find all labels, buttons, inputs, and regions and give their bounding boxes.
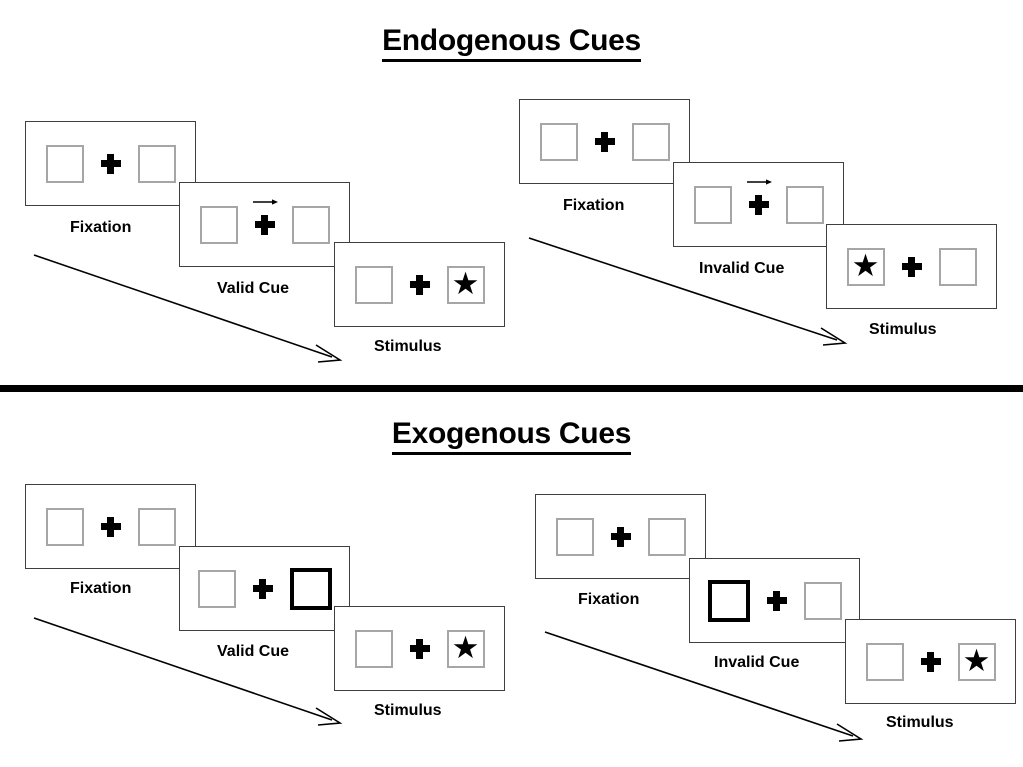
stage-label-valid-cue: Valid Cue xyxy=(217,643,290,660)
right-placeholder-box xyxy=(938,247,977,286)
fixation-cross-column xyxy=(407,274,433,295)
stage-label-fixation: Fixation xyxy=(563,197,625,214)
stage-label-valid-cue: Valid Cue xyxy=(217,280,290,297)
left-placeholder-box xyxy=(555,517,594,556)
fixation-cross-icon xyxy=(901,256,922,277)
section-divider xyxy=(0,385,1023,392)
endogenous-section-title: Endogenous Cues xyxy=(0,24,1023,62)
exogenous-invalid-stimulus-card: ★ xyxy=(845,619,1016,704)
fixation-cross-icon xyxy=(920,651,941,672)
stage-label-stimulus: Stimulus xyxy=(886,714,954,731)
star-target-icon: ★ xyxy=(451,629,480,665)
stage-label-invalid-cue: Invalid Cue xyxy=(699,260,785,277)
exogenous-invalid-fixation-card xyxy=(535,494,706,579)
stage-label-fixation: Fixation xyxy=(70,219,132,236)
fixation-cross-column xyxy=(98,153,124,174)
cue-arrow-right-icon xyxy=(252,198,278,205)
left-placeholder-box xyxy=(354,265,393,304)
right-placeholder-box xyxy=(785,185,824,224)
right-placeholder-box xyxy=(137,507,176,546)
stage-label-fixation: Fixation xyxy=(578,591,640,608)
star-target-icon: ★ xyxy=(851,247,880,283)
stage-label-invalid-cue: Invalid Cue xyxy=(714,654,800,671)
fixation-cross-icon xyxy=(100,153,121,174)
stage-label-stimulus: Stimulus xyxy=(869,321,937,338)
fixation-cross-icon xyxy=(748,194,769,215)
endogenous-valid-fixation-card xyxy=(25,121,196,206)
fixation-cross-column xyxy=(250,578,276,599)
stage-label-fixation: Fixation xyxy=(70,580,132,597)
fixation-cross-icon xyxy=(409,274,430,295)
right-placeholder-box xyxy=(137,144,176,183)
endogenous-invalid-stimulus-card: ★ xyxy=(826,224,997,309)
left-placeholder-box xyxy=(693,185,732,224)
exogenous-valid-fixation-card xyxy=(25,484,196,569)
left-placeholder-box xyxy=(354,629,393,668)
right-placeholder-box-with-target: ★ xyxy=(446,629,485,668)
star-target-icon: ★ xyxy=(962,642,991,678)
exogenous-invalid-cue-card xyxy=(689,558,860,643)
endogenous-section-title-text: Endogenous Cues xyxy=(382,24,641,62)
right-placeholder-box-cued xyxy=(289,567,332,610)
fixation-cross-column xyxy=(592,131,618,152)
left-placeholder-box xyxy=(539,122,578,161)
left-placeholder-box xyxy=(197,569,236,608)
fixation-cross-icon xyxy=(254,214,275,235)
exogenous-section-title-text: Exogenous Cues xyxy=(391,417,631,455)
endogenous-invalid-fixation-card xyxy=(519,99,690,184)
endogenous-valid-cue-card xyxy=(179,182,350,267)
fixation-cross-icon xyxy=(100,516,121,537)
left-placeholder-box xyxy=(45,144,84,183)
fixation-cross-column xyxy=(608,526,634,547)
fixation-cross-column xyxy=(764,590,790,611)
fixation-cross-icon xyxy=(594,131,615,152)
fixation-cross-column xyxy=(252,198,278,235)
exogenous-valid-cue-card xyxy=(179,546,350,631)
left-placeholder-box-cued xyxy=(707,579,750,622)
fixation-cross-column xyxy=(899,256,925,277)
exogenous-section-title: Exogenous Cues xyxy=(0,417,1023,455)
fixation-cross-icon xyxy=(409,638,430,659)
right-placeholder-box xyxy=(291,205,330,244)
right-placeholder-box xyxy=(803,581,842,620)
right-placeholder-box-with-target: ★ xyxy=(446,265,485,304)
left-placeholder-box-with-target: ★ xyxy=(846,247,885,286)
endogenous-valid-stimulus-card: ★ xyxy=(334,242,505,327)
left-placeholder-box xyxy=(199,205,238,244)
fixation-cross-icon xyxy=(766,590,787,611)
exogenous-valid-stimulus-card: ★ xyxy=(334,606,505,691)
left-placeholder-box xyxy=(865,642,904,681)
right-placeholder-box xyxy=(631,122,670,161)
fixation-cross-column xyxy=(407,638,433,659)
fixation-cross-column xyxy=(98,516,124,537)
stage-label-stimulus: Stimulus xyxy=(374,702,442,719)
fixation-cross-icon xyxy=(610,526,631,547)
right-placeholder-box-with-target: ★ xyxy=(957,642,996,681)
cue-arrow-right-icon xyxy=(746,178,772,185)
fixation-cross-column xyxy=(746,178,772,215)
stage-label-stimulus: Stimulus xyxy=(374,338,442,355)
left-placeholder-box xyxy=(45,507,84,546)
star-target-icon: ★ xyxy=(451,265,480,301)
fixation-cross-column xyxy=(918,651,944,672)
right-placeholder-box xyxy=(647,517,686,556)
endogenous-invalid-cue-card xyxy=(673,162,844,247)
fixation-cross-icon xyxy=(252,578,273,599)
